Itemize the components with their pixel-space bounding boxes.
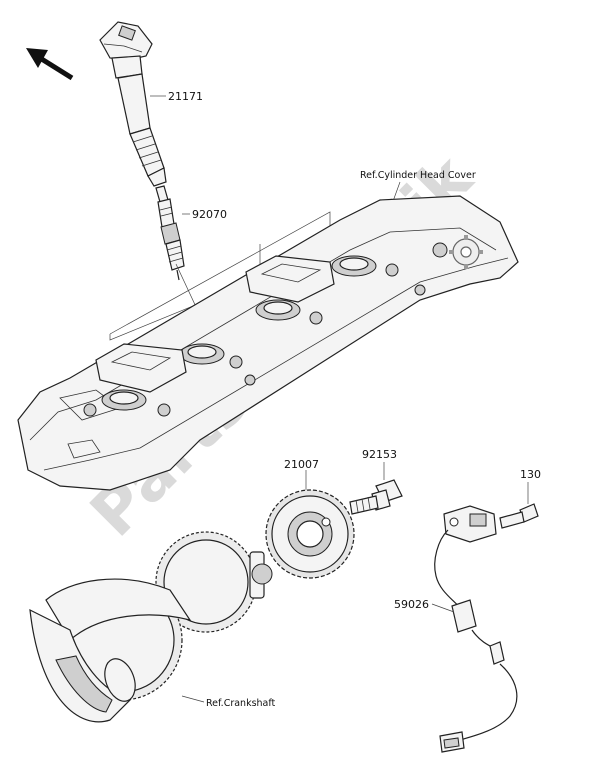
sensor-bolt[interactable] bbox=[499, 503, 539, 529]
front-direction-arrow-icon bbox=[26, 48, 74, 81]
ref-crankshaft[interactable]: Ref.Crankshaft bbox=[206, 698, 276, 709]
crankshaft-sensor[interactable] bbox=[434, 505, 518, 753]
part-number-130[interactable]: 130 bbox=[520, 468, 541, 481]
timing-gear[interactable] bbox=[265, 489, 355, 579]
crankshaft bbox=[29, 531, 273, 723]
part-number-92070[interactable]: 92070 bbox=[192, 208, 227, 221]
part-number-59026[interactable]: 59026 bbox=[394, 598, 429, 611]
gear-bolt[interactable] bbox=[349, 479, 403, 515]
ref-cylinder-head-cover[interactable]: Ref.Cylinder Head Cover bbox=[360, 170, 476, 181]
part-number-21007[interactable]: 21007 bbox=[284, 458, 319, 471]
part-number-21171[interactable]: 21171 bbox=[168, 90, 203, 103]
cylinder-head-cover bbox=[17, 195, 519, 491]
ignition-coil[interactable] bbox=[99, 21, 167, 187]
spark-plug[interactable] bbox=[155, 185, 185, 281]
gear-icon bbox=[449, 235, 483, 269]
part-number-92153[interactable]: 92153 bbox=[362, 448, 397, 461]
